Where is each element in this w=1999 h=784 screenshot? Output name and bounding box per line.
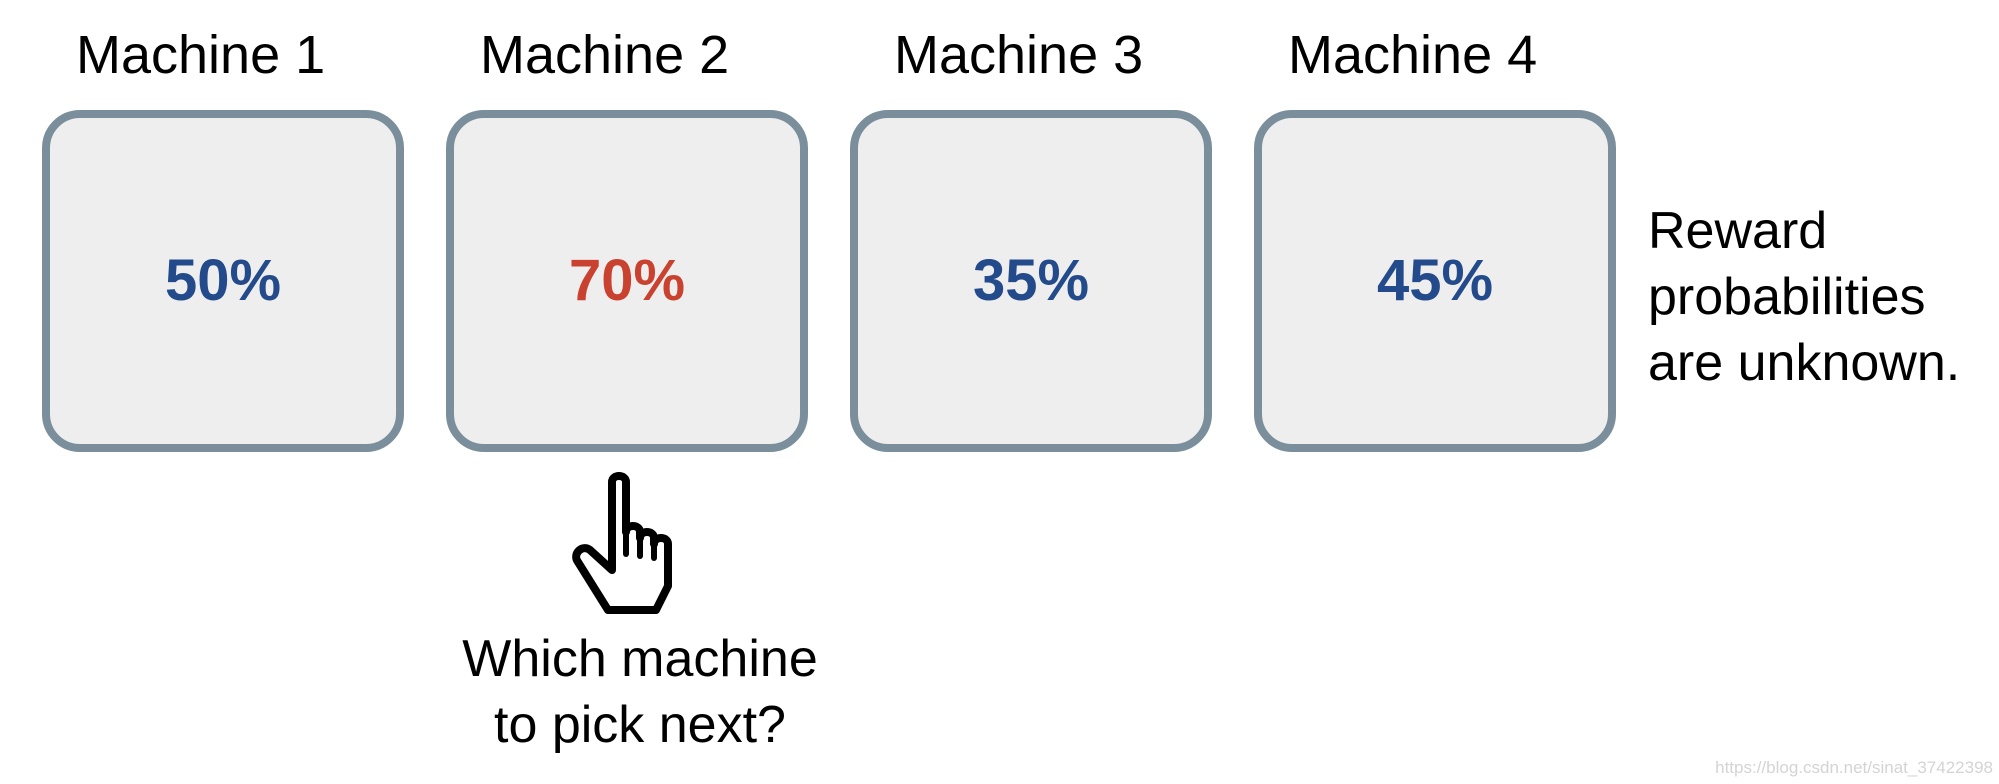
machine-2-title: Machine 2 xyxy=(480,25,730,85)
pointing-hand-icon xyxy=(572,472,672,614)
machine-4-box: 45% xyxy=(1254,110,1616,452)
reward-note: Reward probabilities are unknown. xyxy=(1648,198,1960,396)
machine-1-title: Machine 1 xyxy=(76,25,326,85)
reward-note-line-3: are unknown. xyxy=(1648,334,1961,392)
watermark: https://blog.csdn.net/sinat_37422398 xyxy=(1715,758,1993,777)
machine-3-title: Machine 3 xyxy=(894,25,1144,85)
question-line-1: Which machine xyxy=(462,630,818,688)
machine-1-probability: 50% xyxy=(164,248,282,313)
machine-3-box: 35% xyxy=(850,110,1212,452)
question-text: Which machine to pick next? xyxy=(400,626,880,758)
reward-note-line-1: Reward xyxy=(1648,202,1828,260)
machine-2-box: 70% xyxy=(446,110,808,452)
question-line-2: to pick next? xyxy=(494,696,786,754)
machine-2-probability: 70% xyxy=(568,248,686,313)
machine-1-box: 50% xyxy=(42,110,404,452)
machine-4-title: Machine 4 xyxy=(1288,25,1538,85)
machine-3-probability: 35% xyxy=(972,248,1090,313)
machine-4-probability: 45% xyxy=(1376,248,1494,313)
reward-note-line-2: probabilities xyxy=(1648,268,1926,326)
